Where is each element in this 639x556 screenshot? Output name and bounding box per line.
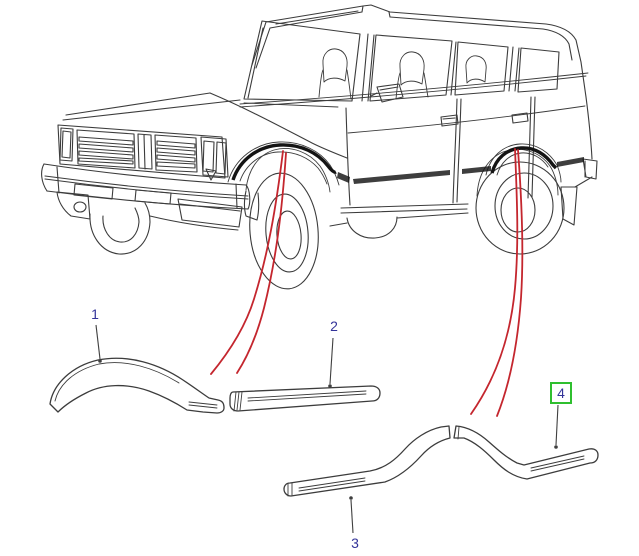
rear-door-window: [454, 41, 509, 96]
windshield: [243, 20, 361, 102]
vehicle-illustration: [41, 4, 598, 290]
front-door-handle: [440, 114, 459, 127]
front-arch-trim-highlight: [231, 143, 337, 181]
rear-arch-leader-1: [470, 148, 519, 415]
front-rear-door-gap: [452, 98, 462, 204]
callout-1[interactable]: 1: [91, 306, 102, 363]
quarter-window: [517, 47, 560, 93]
mud-flap: [560, 186, 578, 226]
front-door-window: [369, 34, 453, 102]
callout-3[interactable]: 3: [349, 496, 359, 551]
callout-2[interactable]: 2: [328, 318, 338, 388]
callout-3-label[interactable]: 3: [351, 535, 359, 551]
far-front-wheel: [89, 202, 151, 255]
callout-4-line: [555, 404, 559, 446]
window-pillar: [361, 33, 375, 102]
rear-bumper-corner: [582, 158, 598, 180]
callout-3-line: [350, 499, 354, 534]
arch-trim-highlights: [231, 143, 558, 181]
roof-and-pillars: [247, 4, 587, 99]
lower-body: [329, 96, 598, 227]
part-1-front-wheel-arch-moulding[interactable]: [49, 357, 225, 414]
callout-1-dot: [98, 359, 102, 363]
front-arch-leader-1: [210, 150, 284, 375]
callout-4-highlight-box[interactable]: [550, 382, 572, 404]
part-2-sill-moulding-strip[interactable]: [229, 385, 381, 412]
callout-3-dot: [349, 496, 353, 500]
red-leader-lines: [210, 148, 524, 417]
callout-1-label[interactable]: 1: [91, 306, 99, 322]
callout-4-label[interactable]: 4: [557, 385, 565, 401]
wheel-arches: [227, 141, 562, 197]
rear-door-handle: [511, 112, 529, 124]
front-arch-leader-2: [236, 152, 287, 374]
front-grille: [57, 124, 229, 181]
callout-1-line: [95, 324, 101, 360]
seats: [318, 48, 487, 100]
callout-2-dot: [328, 384, 332, 388]
far-rear-wheel: [346, 216, 398, 239]
callout-2-label[interactable]: 2: [330, 318, 338, 334]
callout-2-line: [329, 337, 334, 385]
front-valance: [56, 190, 260, 231]
fender-door-gap: [345, 107, 351, 206]
left-lamp: [59, 127, 74, 162]
side-moulding-strips: [337, 157, 584, 184]
callout-4-dot: [554, 445, 558, 449]
callout-4-selected[interactable]: 4: [550, 382, 572, 449]
rear-arch-trim-highlight: [490, 146, 558, 174]
part-4-rear-arch-moulding-rear-section[interactable]: [453, 425, 599, 480]
body-creases: [239, 72, 589, 134]
far-side-wheels: [89, 202, 398, 255]
side-windows: [361, 33, 560, 102]
part-3-rear-arch-moulding-front-section[interactable]: [283, 425, 451, 497]
front-bumper: [41, 163, 251, 210]
hood: [62, 92, 348, 159]
headlight-pod: [200, 136, 229, 178]
rear-arch-leader-2: [496, 149, 524, 417]
b-pillar: [450, 41, 457, 96]
